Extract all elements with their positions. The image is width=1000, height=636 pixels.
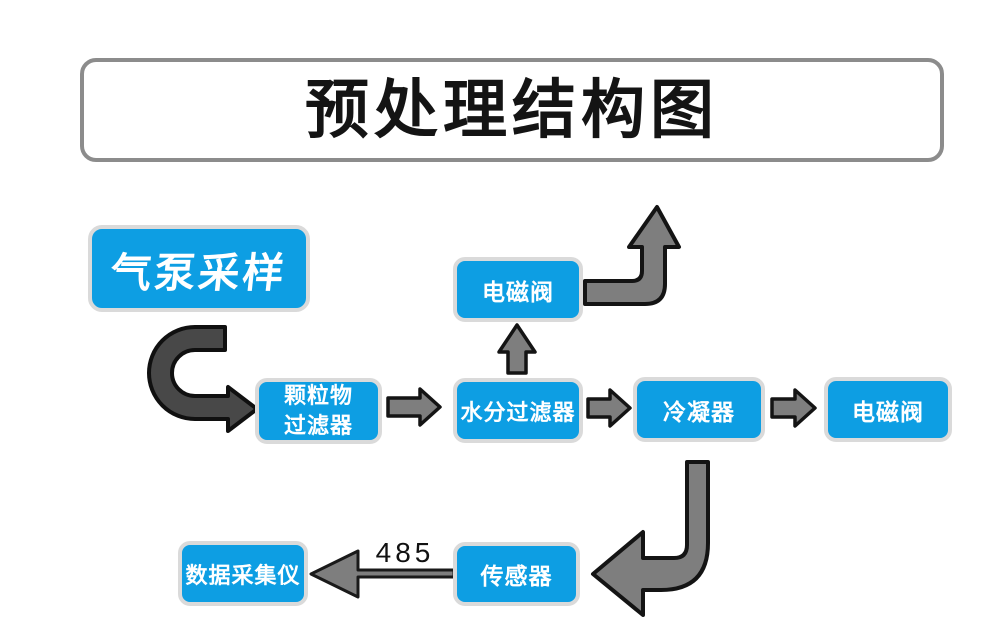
node-particulate-filter: 颗粒物 过滤器 [255, 378, 382, 444]
node-solenoid-valve-right-label: 电磁阀 [852, 398, 924, 425]
arrow-sensor-to-datalogger-icon [309, 549, 456, 599]
arrow-solenoid-exhaust-up-icon [583, 205, 681, 306]
arrow-moisture-to-condenser-icon [586, 388, 632, 428]
arrow-pump-to-particulate-filter-icon [147, 325, 259, 433]
node-moisture-filter: 水分过滤器 [453, 378, 583, 443]
arrow-moisture-to-solenoid-up-icon [497, 323, 537, 375]
node-sensor: 传感器 [453, 542, 580, 606]
node-air-pump-sampling: 气泵采样 [88, 225, 310, 312]
rs485-label: 485 [375, 537, 435, 568]
arrow-particulate-to-moisture-icon [386, 387, 442, 427]
node-sensor-label: 传感器 [480, 563, 553, 589]
node-particulate-filter-label: 颗粒物 过滤器 [283, 383, 353, 438]
node-data-logger-label: 数据采集仪 [185, 562, 301, 588]
arrow-condenser-to-solenoid-icon [770, 388, 817, 428]
arrow-condenser-to-sensor-icon [591, 460, 710, 617]
node-data-logger: 数据采集仪 [178, 541, 308, 606]
node-condenser-label: 冷凝器 [663, 398, 735, 425]
node-solenoid-valve-top-label: 电磁阀 [482, 278, 554, 305]
node-moisture-filter-label: 水分过滤器 [460, 399, 576, 425]
node-solenoid-valve-right: 电磁阀 [824, 377, 952, 442]
diagram-title: 预处理结构图 [305, 74, 719, 146]
node-solenoid-valve-top: 电磁阀 [453, 257, 583, 322]
diagram-title-box: 预处理结构图 [80, 58, 944, 162]
node-air-pump-sampling-label: 气泵采样 [108, 249, 289, 296]
node-condenser: 冷凝器 [633, 377, 765, 442]
